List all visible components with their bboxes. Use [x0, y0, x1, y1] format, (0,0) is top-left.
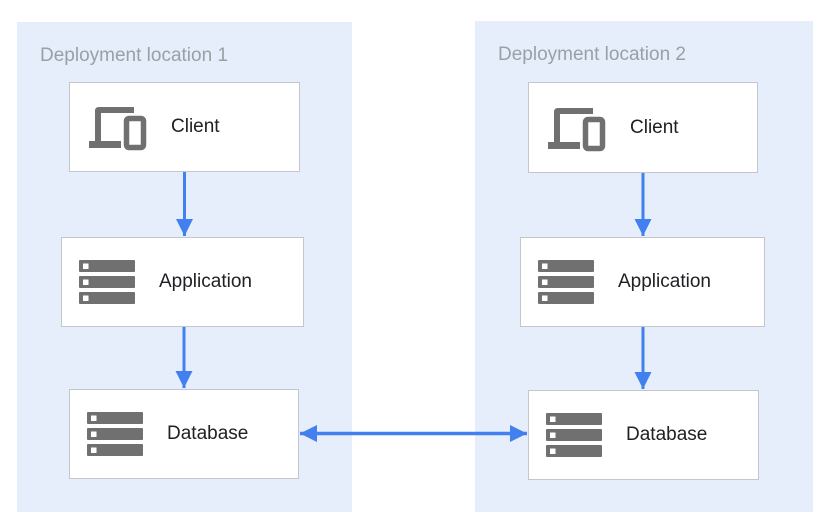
panel-label: Deployment location 1: [40, 45, 228, 66]
server-stack-icon: [86, 411, 144, 457]
node-application-location-2: Application: [520, 237, 765, 327]
panel-label: Deployment location 2: [498, 44, 686, 65]
node-client-location-1: Client: [69, 82, 300, 172]
devices-icon: [545, 104, 607, 152]
node-label: Application: [159, 271, 252, 292]
node-label: Application: [618, 271, 711, 292]
devices-icon: [86, 103, 148, 151]
node-label: Client: [171, 116, 220, 137]
node-label: Database: [167, 423, 249, 444]
node-label: Client: [630, 116, 679, 138]
node-application-location-1: Application: [61, 237, 304, 327]
server-stack-icon: [78, 259, 136, 305]
node-client-location-2: Client: [528, 82, 758, 173]
server-stack-icon: [545, 412, 603, 458]
node-database-location-2: Database: [528, 390, 759, 480]
node-label: Database: [626, 424, 708, 445]
server-stack-icon: [537, 259, 595, 305]
node-database-location-1: Database: [69, 389, 299, 479]
